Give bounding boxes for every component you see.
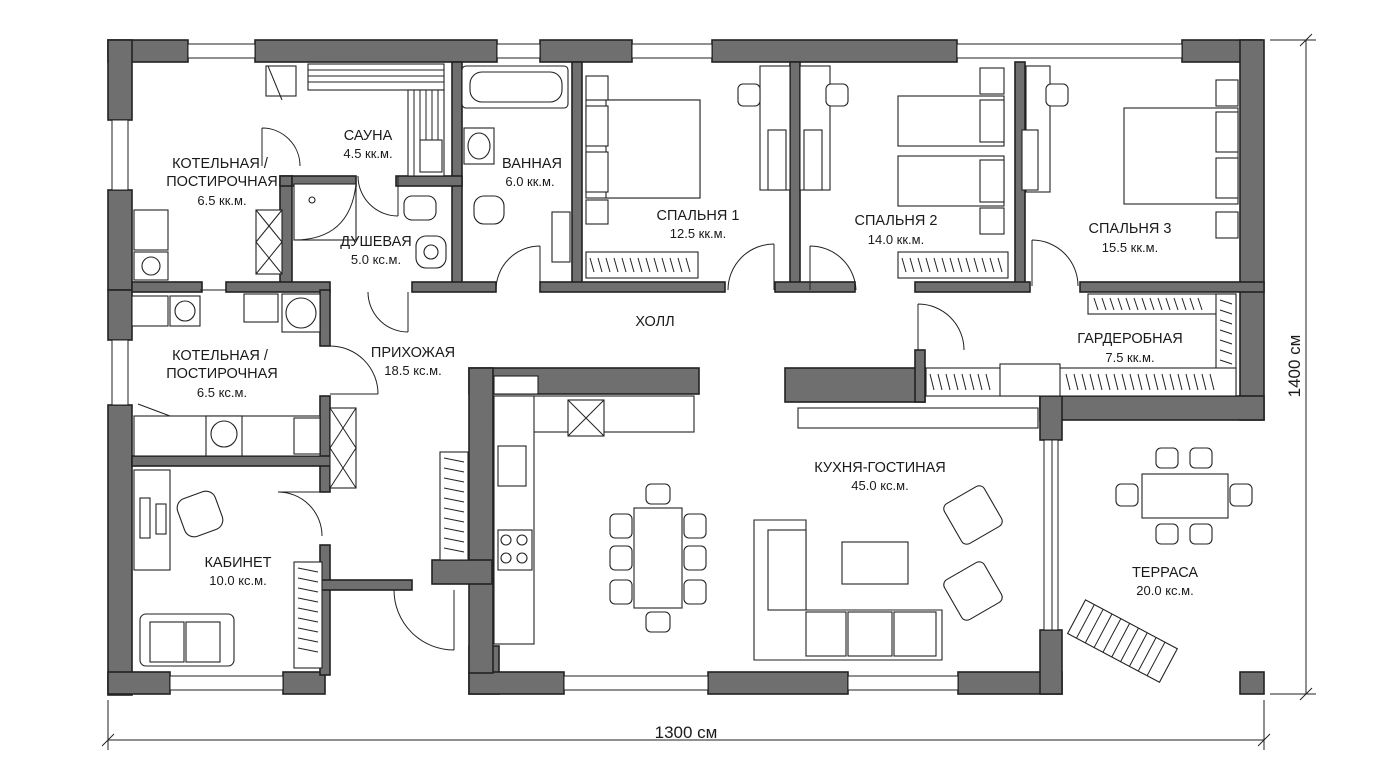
room-labels: КОТЕЛЬНАЯ / ПОСТИРОЧНАЯ 6.5 кк.м. САУНА … xyxy=(166,128,1198,598)
room-office-label: КАБИНЕТ xyxy=(204,555,271,571)
room-office: КАБИНЕТ 10.0 кс.м. xyxy=(204,555,271,588)
room-hall: ХОЛЛ xyxy=(635,314,674,330)
room-boiler-top-label: КОТЕЛЬНАЯ / xyxy=(172,156,269,172)
room-kitchen-label: КУХНЯ-ГОСТИНАЯ xyxy=(814,460,945,476)
room-boiler-mid-label2: ПОСТИРОЧНАЯ xyxy=(166,366,278,382)
sauna-bench-slats xyxy=(308,69,444,176)
room-kitchen: КУХНЯ-ГОСТИНАЯ 45.0 кс.м. xyxy=(814,460,945,493)
dimension-width-label: 1300 см xyxy=(655,723,718,742)
room-hall-label: ХОЛЛ xyxy=(635,314,674,330)
room-bedroom3: СПАЛЬНЯ 3 15.5 кк.м. xyxy=(1089,221,1172,255)
room-terrace-area: 20.0 кс.м. xyxy=(1136,583,1193,598)
room-entry-area: 18.5 кс.м. xyxy=(384,363,441,378)
room-sauna: САУНА 4.5 кк.м. xyxy=(343,128,392,161)
room-boiler-top-label2: ПОСТИРОЧНАЯ xyxy=(166,174,278,190)
room-entry-label: ПРИХОЖАЯ xyxy=(371,345,455,361)
room-bedroom3-area: 15.5 кк.м. xyxy=(1102,240,1158,255)
room-bath-label: ВАННАЯ xyxy=(502,156,562,172)
room-boiler-top: КОТЕЛЬНАЯ / ПОСТИРОЧНАЯ 6.5 кк.м. xyxy=(166,156,278,208)
windows xyxy=(111,43,1183,691)
room-shower-area: 5.0 кс.м. xyxy=(351,252,401,267)
room-boiler-mid: КОТЕЛЬНАЯ / ПОСТИРОЧНАЯ 6.5 кс.м. xyxy=(166,348,278,400)
room-kitchen-area: 45.0 кс.м. xyxy=(851,478,908,493)
wardrobe-rail-bedroom2 xyxy=(901,257,1003,273)
room-terrace-label: ТЕРРАСА xyxy=(1132,565,1198,581)
room-sauna-area: 4.5 кк.м. xyxy=(343,146,392,161)
room-boiler-mid-label: КОТЕЛЬНАЯ / xyxy=(172,348,269,364)
room-wardrobe-area: 7.5 кк.м. xyxy=(1105,350,1154,365)
room-shower-label: ДУШЕВАЯ xyxy=(340,234,412,250)
sun-lounger xyxy=(1066,599,1179,684)
room-bedroom2-label: СПАЛЬНЯ 2 xyxy=(855,213,938,229)
room-sauna-label: САУНА xyxy=(344,128,393,144)
dimension-width: 1300 см xyxy=(101,700,1271,750)
room-bedroom3-label: СПАЛЬНЯ 3 xyxy=(1089,221,1172,237)
room-bedroom1: СПАЛЬНЯ 1 12.5 кк.м. xyxy=(657,208,740,241)
wardrobe-room-rails xyxy=(929,297,1233,391)
room-bedroom2: СПАЛЬНЯ 2 14.0 кк.м. xyxy=(855,213,938,247)
room-bath: ВАННАЯ 6.0 кк.м. xyxy=(502,156,562,189)
room-bedroom1-area: 12.5 кк.м. xyxy=(670,226,726,241)
room-bath-area: 6.0 кк.м. xyxy=(505,174,554,189)
room-boiler-top-area: 6.5 кк.м. xyxy=(197,193,246,208)
room-wardrobe: ГАРДЕРОБНАЯ 7.5 кк.м. xyxy=(1077,331,1183,365)
doors xyxy=(200,127,1079,651)
wardrobe-rail-bedroom1 xyxy=(589,257,691,273)
fixtures xyxy=(131,63,1253,684)
room-bedroom2-area: 14.0 кк.м. xyxy=(868,232,924,247)
room-office-area: 10.0 кс.м. xyxy=(209,573,266,588)
room-entry: ПРИХОЖАЯ 18.5 кс.м. xyxy=(371,345,455,378)
dimension-height-label: 1400 см xyxy=(1285,335,1304,398)
room-boiler-mid-area: 6.5 кс.м. xyxy=(197,385,247,400)
dimension-height: 1400 см xyxy=(1270,33,1316,701)
room-terrace: ТЕРРАСА 20.0 кс.м. xyxy=(1132,565,1198,598)
room-wardrobe-label: ГАРДЕРОБНАЯ xyxy=(1077,331,1183,347)
room-shower: ДУШЕВАЯ 5.0 кс.м. xyxy=(340,234,412,267)
room-bedroom1-label: СПАЛЬНЯ 1 xyxy=(657,208,740,224)
